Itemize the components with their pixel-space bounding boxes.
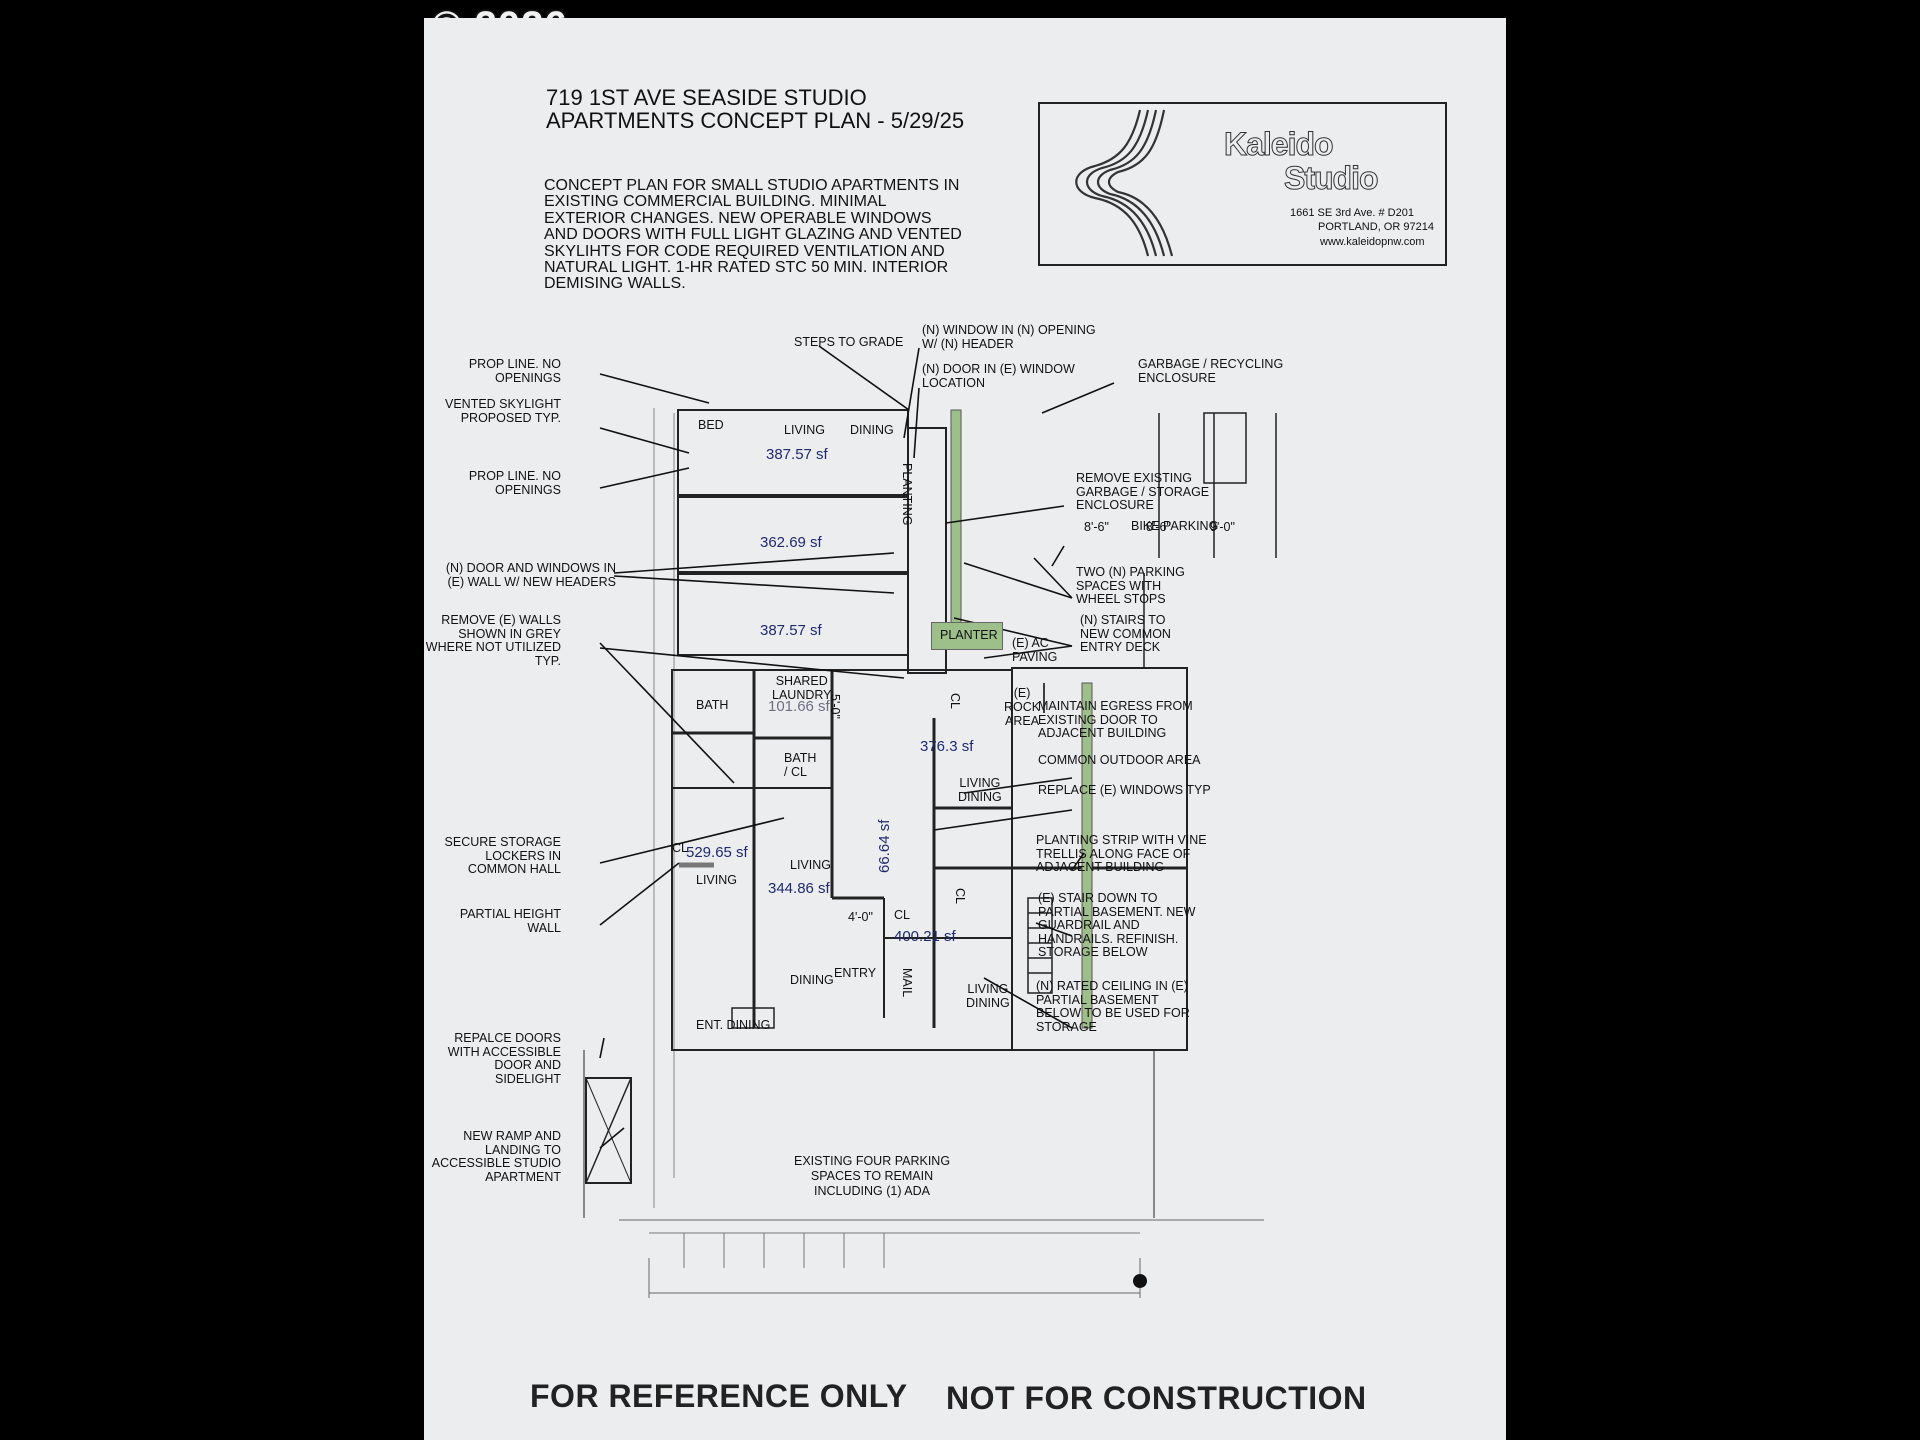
room-ent-dining: ENT. DINING: [696, 1018, 771, 1032]
area-unit-5: 529.65 sf: [686, 844, 748, 861]
dim-stall-1: 8'-6": [1084, 520, 1109, 534]
label-new-stairs: (N) STAIRS TO NEW COMMON ENTRY DECK: [1080, 613, 1171, 654]
area-unit-4: 376.3 sf: [920, 738, 974, 755]
label-replace-doors: REPALCE DOORS WITH ACCESSIBLE DOOR AND S…: [447, 1031, 561, 1086]
label-secure-storage: SECURE STORAGE LOCKERS IN COMMON HALL: [444, 835, 561, 876]
plan-title: 719 1ST AVE SEASIDE STUDIO APARTMENTS CO…: [546, 85, 965, 133]
area-storage: 66.64 sf: [876, 819, 893, 873]
logo-word-2: Studio: [1284, 160, 1380, 197]
label-bike-parking: BIKE PARKING: [1131, 519, 1219, 533]
room-ac-paving: (E) AC PAVING: [1012, 636, 1058, 664]
label-planting-strip: PLANTING STRIP WITH VINE TRELLIS ALONG F…: [1036, 833, 1207, 874]
room-living-2: LIVING: [696, 873, 737, 887]
room-dining-2: DINING: [790, 973, 834, 987]
label-replace-windows: REPLACE (E) WINDOWS TYP: [1038, 783, 1211, 797]
label-egress: MAINTAIN EGRESS FROM EXISTING DOOR TO AD…: [1038, 699, 1193, 740]
room-shared-laundry: SHARED LAUNDRY: [772, 674, 832, 702]
label-partial-wall: PARTIAL HEIGHT WALL: [459, 907, 561, 935]
room-living-1: LIVING: [784, 423, 825, 437]
room-entry: ENTRY: [834, 966, 877, 980]
label-steps: STEPS TO GRADE: [794, 335, 904, 349]
label-vented-skylight: VENTED SKYLIGHT PROPOSED TYP.: [445, 397, 561, 425]
room-cl-2: CL: [672, 841, 688, 855]
logo-address-1: 1661 SE 3rd Ave. # D201: [1290, 207, 1414, 219]
label-garbage: GARBAGE / RECYCLING ENCLOSURE: [1138, 357, 1284, 385]
room-bed: BED: [698, 418, 724, 432]
footer-not-for-construction: NOT FOR CONSTRUCTION: [946, 1380, 1367, 1416]
area-unit-6: 344.86 sf: [768, 880, 830, 897]
logo-address-2: PORTLAND, OR 97214: [1318, 221, 1434, 233]
room-cl-3: CL: [953, 888, 967, 904]
plan-description: CONCEPT PLAN FOR SMALL STUDIO APARTMENTS…: [544, 177, 962, 293]
area-unit-2: 362.69 sf: [760, 534, 822, 551]
plan-sheet: 719 1ST AVE SEASIDE STUDIO APARTMENTS CO…: [424, 18, 1506, 1440]
footer-reference-only: FOR REFERENCE ONLY: [530, 1378, 908, 1414]
label-new-door: (N) DOOR IN (E) WINDOW LOCATION: [922, 362, 1075, 390]
label-stair-down: (E) STAIR DOWN TO PARTIAL BASEMENT. NEW …: [1038, 891, 1196, 959]
label-new-ramp: NEW RAMP AND LANDING TO ACCESSIBLE STUDI…: [431, 1129, 561, 1184]
label-parking-spaces: TWO (N) PARKING SPACES WITH WHEEL STOPS: [1076, 565, 1185, 606]
room-rock-area: (E) ROCK AREA: [1004, 686, 1041, 728]
dim-5ft: 5'-0": [828, 694, 842, 719]
dim-stall-3: 9'-0": [1210, 520, 1235, 534]
room-planting: PLANTING: [900, 463, 914, 526]
label-rated-ceiling: (N) RATED CEILING IN (E) PARTIAL BASEMEN…: [1036, 979, 1190, 1034]
label-new-window: (N) WINDOW IN (N) OPENING W/ (N) HEADER: [922, 323, 1096, 351]
dim-4ft: 4'-0": [848, 910, 873, 924]
dim-stall-2: 8'-6": [1146, 520, 1171, 534]
label-remove-walls: REMOVE (E) WALLS SHOWN IN GREY WHERE NOT…: [425, 613, 561, 668]
room-planter: PLANTER: [940, 628, 998, 642]
label-prop-line-2: PROP LINE. NO OPENINGS: [468, 469, 561, 497]
planter-box: [931, 622, 1003, 650]
label-new-door-windows: (N) DOOR AND WINDOWS IN (E) WALL W/ NEW …: [445, 561, 616, 589]
label-prop-line-1: PROP LINE. NO OPENINGS: [468, 357, 561, 385]
floor-plan-drawing: [583, 345, 1277, 1298]
area-unit-3: 387.57 sf: [760, 622, 822, 639]
area-unit-7: 400.21 sf: [894, 928, 956, 945]
room-living-3: LIVING: [790, 858, 831, 872]
room-bath-cl: BATH / CL: [784, 751, 817, 779]
room-cl-1: CL: [948, 693, 962, 709]
room-mail: MAIL: [900, 968, 914, 998]
area-laundry: 101.66 sf: [768, 698, 830, 715]
label-remove-garbage: REMOVE EXISTING GARBAGE / STORAGE ENCLOS…: [1076, 471, 1210, 512]
existing-parking-note: EXISTING FOUR PARKING SPACES TO REMAIN I…: [794, 1154, 951, 1198]
room-dining-1: DINING: [850, 423, 894, 437]
logo-word-1: Kaleido: [1224, 126, 1335, 163]
logo-swoosh-icon: [1075, 109, 1174, 257]
room-bath-1: BATH: [696, 698, 729, 712]
architect-logo-box: Kaleido Studio 1661 SE 3rd Ave. # D201 P…: [1038, 102, 1447, 266]
room-living-dining-1: LIVING DINING: [958, 776, 1002, 804]
label-outdoor: COMMON OUTDOOR AREA: [1038, 753, 1201, 767]
room-living-dining-2: LIVING DINING: [966, 982, 1010, 1010]
logo-website: www.kaleidopnw.com: [1320, 236, 1425, 248]
room-cl-4: CL: [894, 908, 910, 922]
area-unit-1: 387.57 sf: [766, 446, 828, 463]
